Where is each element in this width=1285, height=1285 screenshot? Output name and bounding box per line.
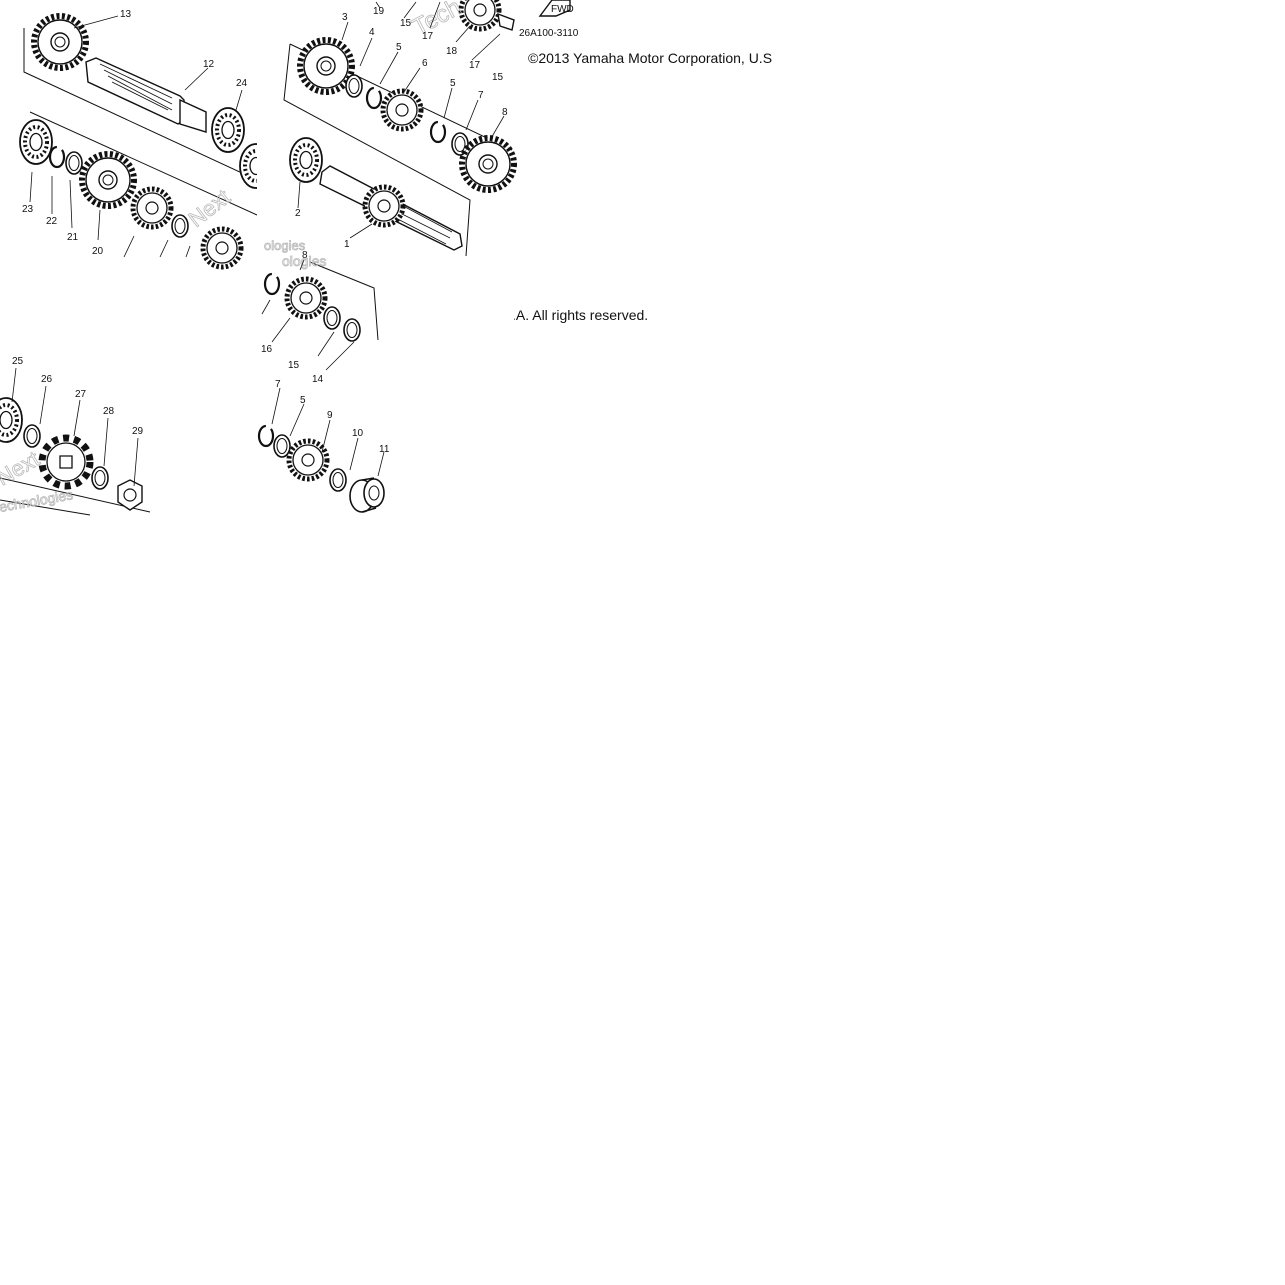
callout-8b: 8 bbox=[302, 250, 308, 261]
panel-main-axle-gears: ologies 8 16 15 14 7 5 9 10 11 bbox=[257, 250, 514, 515]
collar-26 bbox=[23, 424, 41, 448]
gear-20 bbox=[82, 154, 134, 206]
nut-29 bbox=[117, 479, 143, 511]
callout-28: 28 bbox=[103, 406, 115, 417]
bearing-23 bbox=[18, 118, 54, 166]
callout-3: 3 bbox=[342, 12, 348, 23]
callout-4: 4 bbox=[369, 27, 375, 38]
washer-14 bbox=[343, 318, 361, 342]
callout-7b: 7 bbox=[275, 379, 281, 390]
callout-8a: 8 bbox=[502, 107, 508, 118]
callout-7a: 7 bbox=[478, 90, 484, 101]
callout-23: 23 bbox=[22, 204, 34, 215]
callout-5c: 5 bbox=[300, 395, 306, 406]
callout-16: 16 bbox=[261, 344, 273, 355]
bushing-11 bbox=[349, 477, 385, 513]
washer-15 bbox=[323, 306, 341, 330]
panel-drive-sprocket: Next echnologies 25 26 27 28 29 bbox=[0, 350, 257, 516]
main-axle-shaft bbox=[319, 165, 463, 251]
gear-3 bbox=[300, 40, 352, 92]
lock-washer-28 bbox=[91, 466, 109, 490]
panel-drive-axle: Next 13 12 24 23 22 21 20 bbox=[0, 0, 274, 267]
bearing-24 bbox=[210, 106, 246, 154]
stopper-17 bbox=[497, 12, 515, 31]
callout-9: 9 bbox=[327, 410, 333, 421]
gear-16 bbox=[287, 279, 325, 317]
fwd-indicator: FWD bbox=[538, 0, 574, 17]
gear-19 bbox=[133, 189, 171, 227]
callout-14: 14 bbox=[312, 374, 324, 385]
gear-18 bbox=[461, 0, 499, 29]
washer-5 bbox=[273, 434, 291, 458]
callout-15b: 15 bbox=[492, 72, 504, 83]
callout-25: 25 bbox=[12, 356, 24, 367]
copyright-line-2: .A. All rights reserved. bbox=[512, 307, 648, 323]
callout-24: 24 bbox=[236, 78, 248, 89]
callout-6: 6 bbox=[422, 58, 428, 69]
gear-6 bbox=[383, 91, 421, 129]
watermark-text: ologies bbox=[282, 253, 326, 269]
callout-11: 11 bbox=[379, 444, 390, 455]
callout-17a: 17 bbox=[422, 31, 434, 42]
fwd-arrow-label: FWD bbox=[551, 4, 574, 15]
drive-axle-shaft bbox=[85, 57, 207, 133]
callout-1: 1 bbox=[344, 239, 350, 250]
gear-integrated bbox=[365, 187, 403, 225]
watermark-text: ologies bbox=[264, 238, 306, 253]
callout-17b: 17 bbox=[469, 60, 481, 71]
drawing-code: 26A100-3110 bbox=[519, 28, 579, 39]
callout-20: 20 bbox=[92, 246, 104, 257]
callout-5b: 5 bbox=[450, 78, 456, 89]
callout-18: 18 bbox=[446, 46, 458, 57]
callout-15a: 15 bbox=[400, 18, 412, 29]
washer-21 bbox=[65, 151, 83, 175]
washer-lower bbox=[171, 214, 189, 238]
panel-main-axle: Tech ologies 19 15 17 18 17 15 3 4 5 6 5… bbox=[257, 0, 514, 257]
callout-12: 12 bbox=[203, 59, 215, 70]
callout-29: 29 bbox=[132, 426, 144, 437]
copyright-line-1: ©2013 Yamaha Motor Corporation, U.S bbox=[528, 50, 772, 66]
callout-2: 2 bbox=[295, 208, 301, 219]
callout-13: 13 bbox=[120, 9, 132, 20]
callout-26: 26 bbox=[41, 374, 53, 385]
callout-15c: 15 bbox=[288, 360, 300, 371]
callout-21: 21 bbox=[67, 232, 79, 243]
sprocket-27 bbox=[38, 434, 94, 490]
callout-27: 27 bbox=[75, 389, 87, 400]
washer-4 bbox=[345, 74, 363, 98]
gear-8 bbox=[462, 138, 514, 190]
gear-13 bbox=[34, 16, 86, 68]
gear-9 bbox=[289, 441, 327, 479]
callout-10: 10 bbox=[352, 428, 364, 439]
gear-partial bbox=[203, 229, 241, 267]
callout-5a: 5 bbox=[396, 42, 402, 53]
bearing-2 bbox=[288, 136, 324, 184]
washer-10 bbox=[329, 468, 347, 492]
callout-22: 22 bbox=[46, 216, 58, 227]
callout-19: 19 bbox=[373, 6, 385, 17]
